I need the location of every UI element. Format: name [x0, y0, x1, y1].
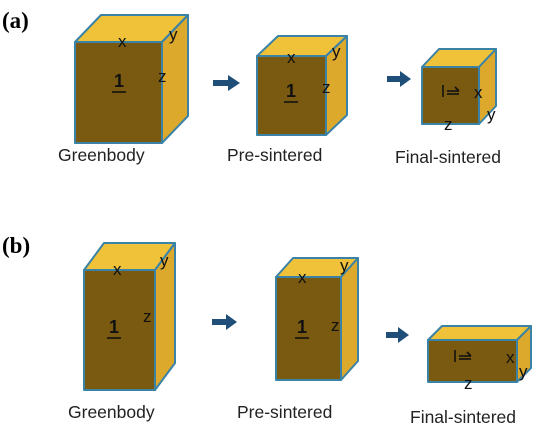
panel-b-finalsintered-label: Final-sintered: [410, 407, 516, 427]
axis-z-label: z: [331, 316, 340, 335]
block-front-face: [256, 55, 327, 136]
axis-x-label: x: [298, 268, 307, 287]
panel-a-greenbody-label: Greenbody: [58, 145, 145, 165]
axis-y-label: y: [487, 105, 496, 124]
panel-b-arrow-2: [386, 327, 409, 343]
axis-y-label: y: [340, 256, 349, 275]
block-front-face: [427, 339, 518, 383]
axis-x-label: x: [118, 32, 127, 51]
panel-a-presintered-label: Pre-sintered: [227, 145, 322, 165]
rotated-orientation-number: [442, 85, 460, 97]
panel-a-finalsintered-label: Final-sintered: [395, 147, 501, 167]
panel-a-arrow-2: [387, 71, 411, 87]
panel-b-presintered-block: x y z 1: [275, 256, 359, 381]
orientation-number: 1: [114, 71, 124, 91]
axis-x-label: x: [506, 348, 515, 367]
axis-y-label: y: [332, 42, 341, 61]
panel-a-presintered-block: x y z 1: [256, 35, 348, 136]
rotated-orientation-number: [454, 350, 472, 362]
axis-y-label: y: [160, 251, 169, 270]
block-side-face: [340, 257, 359, 381]
axis-z-label: z: [444, 115, 453, 134]
panel-a-greenbody-block: x y z 1: [74, 14, 189, 144]
axis-y-label: y: [519, 362, 528, 381]
panel-b-finalsintered-block: x y z: [427, 325, 532, 393]
block-front-face: [275, 276, 342, 381]
panel-b-presintered-label: Pre-sintered: [237, 402, 332, 422]
block-top-face: [427, 325, 532, 341]
panel-b-greenbody-block: x y z 1: [83, 242, 176, 391]
axis-z-label: z: [158, 67, 167, 86]
block-front-face: [83, 269, 156, 391]
panel-b-greenbody-label: Greenbody: [68, 402, 155, 422]
axis-z-label: z: [322, 78, 331, 97]
axis-x-label: x: [287, 48, 296, 67]
axis-z-label: z: [464, 374, 473, 393]
orientation-number: 1: [109, 317, 119, 337]
panel-b-label: (b): [2, 233, 30, 258]
axis-x-label: x: [113, 260, 122, 279]
axis-x-label: x: [474, 83, 483, 102]
panel-a-finalsintered-block: x y z: [421, 48, 497, 134]
axis-y-label: y: [169, 25, 178, 44]
axis-z-label: z: [143, 307, 152, 326]
panel-a-label: (a): [2, 8, 29, 33]
panel-a-arrow-1: [213, 75, 240, 91]
block-front-face: [421, 66, 480, 125]
panel-b-arrow-1: [212, 314, 237, 330]
orientation-number: 1: [297, 317, 307, 337]
orientation-number: 1: [286, 81, 296, 101]
